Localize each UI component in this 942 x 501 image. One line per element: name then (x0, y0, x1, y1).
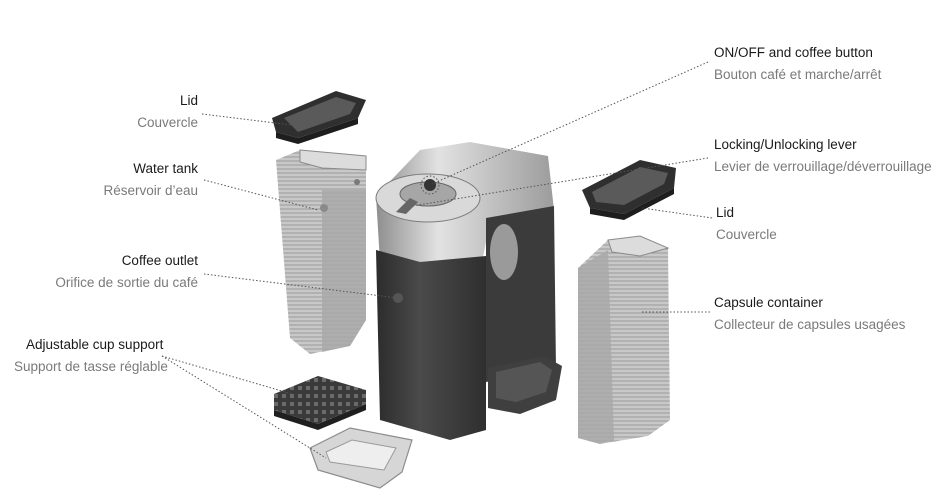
label-lid-right-fr: Couvercle (716, 227, 777, 242)
label-locking-lever: Locking/Unlocking lever Levier de verrou… (714, 134, 932, 178)
cup-support-tray-part (309, 427, 413, 489)
label-capsule-container-en: Capsule container (714, 295, 823, 310)
leader-locking-lever (411, 157, 709, 207)
label-lid-left-en: Lid (179, 93, 198, 108)
lid-left-part (272, 91, 366, 144)
button-highlight-circle (420, 175, 440, 195)
label-lid-right: Lid Couvercle (716, 202, 777, 246)
label-onoff-button: ON/OFF and coffee button Bouton café et … (714, 42, 881, 86)
label-capsule-container: Capsule container Collecteur de capsules… (714, 292, 905, 336)
label-water-tank-fr: Réservoir d’eau (103, 183, 198, 198)
lid-right-part (582, 160, 676, 220)
water-tank-part (276, 149, 367, 354)
label-locking-lever-en: Locking/Unlocking lever (714, 137, 857, 152)
cup-support-grid-part (274, 376, 366, 430)
leader-coffee-outlet (203, 273, 399, 299)
leader-onoff-button (431, 61, 709, 185)
label-lid-left: Lid Couvercle (137, 90, 198, 134)
label-lid-right-en: Lid (716, 205, 735, 220)
label-water-tank: Water tank Réservoir d’eau (103, 158, 198, 202)
label-coffee-outlet-fr: Orifice de sortie du café (55, 275, 198, 290)
label-water-tank-en: Water tank (133, 161, 198, 176)
leader-lid-right (641, 207, 713, 219)
leader-lines (161, 61, 713, 459)
leader-cup-support-grid (161, 355, 293, 395)
leader-lid-left (201, 113, 301, 127)
label-onoff-button-fr: Bouton café et marche/arrêt (714, 67, 882, 82)
label-cup-support: Adjustable cup support Support de tasse … (14, 334, 168, 378)
leader-water-tank (203, 179, 319, 211)
label-coffee-outlet-en: Coffee outlet (121, 253, 198, 268)
label-cup-support-fr: Support de tasse réglable (14, 359, 168, 374)
label-cup-support-en: Adjustable cup support (26, 337, 164, 352)
label-locking-lever-fr: Levier de verrouillage/déverrouillage (714, 159, 932, 174)
capsule-container-part (578, 235, 670, 444)
label-onoff-button-en: ON/OFF and coffee button (714, 45, 873, 60)
label-capsule-container-fr: Collecteur de capsules usagées (714, 317, 906, 332)
label-lid-left-fr: Couvercle (137, 115, 198, 130)
label-coffee-outlet: Coffee outlet Orifice de sortie du café (55, 250, 198, 294)
coffee-machine-body (375, 142, 562, 440)
leader-cup-support-tray (161, 355, 327, 459)
